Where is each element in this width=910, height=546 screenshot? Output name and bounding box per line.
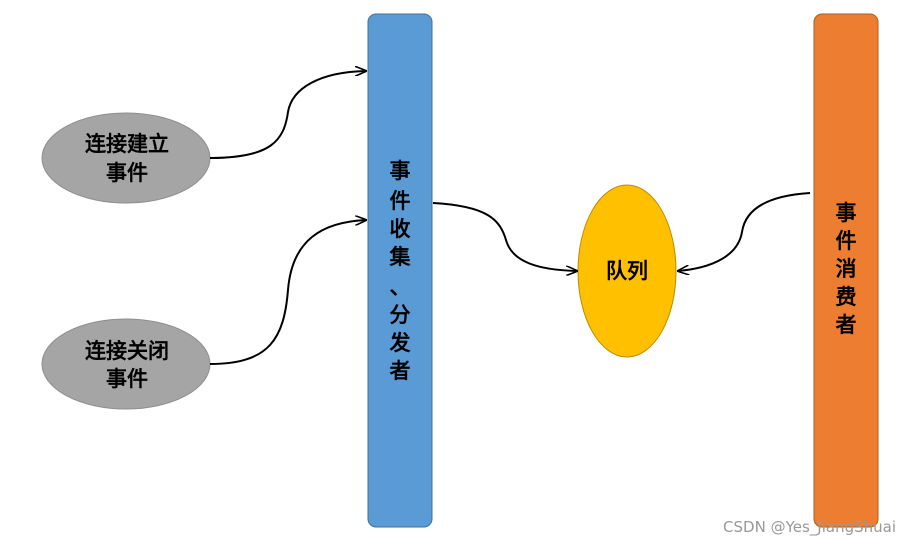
consumer-bar: [813, 13, 879, 528]
close-event-line1: 连接关闭: [85, 339, 169, 363]
consumer-char: 消: [836, 257, 857, 281]
consumer-char: 件: [836, 229, 857, 253]
collector-char: 者: [390, 359, 411, 383]
connector-consumer-to-queue: [678, 192, 811, 271]
connector-close-to-collector: [209, 220, 366, 365]
collector-char: 收: [390, 217, 411, 241]
connect-event-line1: 连接建立: [85, 132, 169, 156]
queue-label: 队列: [606, 259, 648, 283]
consumer-char: 费: [836, 285, 857, 309]
collector-char: 分: [390, 303, 411, 327]
connector-collector-to-queue: [432, 202, 577, 271]
collector-bar: [367, 13, 433, 528]
collector-char: 、: [390, 275, 411, 299]
collector-label: 事 件 收 集 、 分 发 者: [389, 159, 412, 383]
close-event-line2: 事件: [106, 367, 148, 391]
consumer-char: 事: [836, 201, 857, 225]
connect-event-node: [41, 112, 211, 204]
collector-char: 集: [389, 245, 412, 269]
connect-event-line2: 事件: [106, 161, 148, 185]
collector-char: 件: [390, 189, 411, 213]
collector-char: 事: [390, 159, 411, 183]
collector-char: 发: [389, 331, 412, 355]
close-event-node: [41, 318, 211, 410]
consumer-label: 事 件 消 费 者: [836, 201, 857, 337]
watermark-text: CSDN @Yes_JiangShuai: [723, 518, 896, 536]
connector-connect-to-collector: [209, 71, 366, 159]
consumer-char: 者: [836, 313, 857, 337]
